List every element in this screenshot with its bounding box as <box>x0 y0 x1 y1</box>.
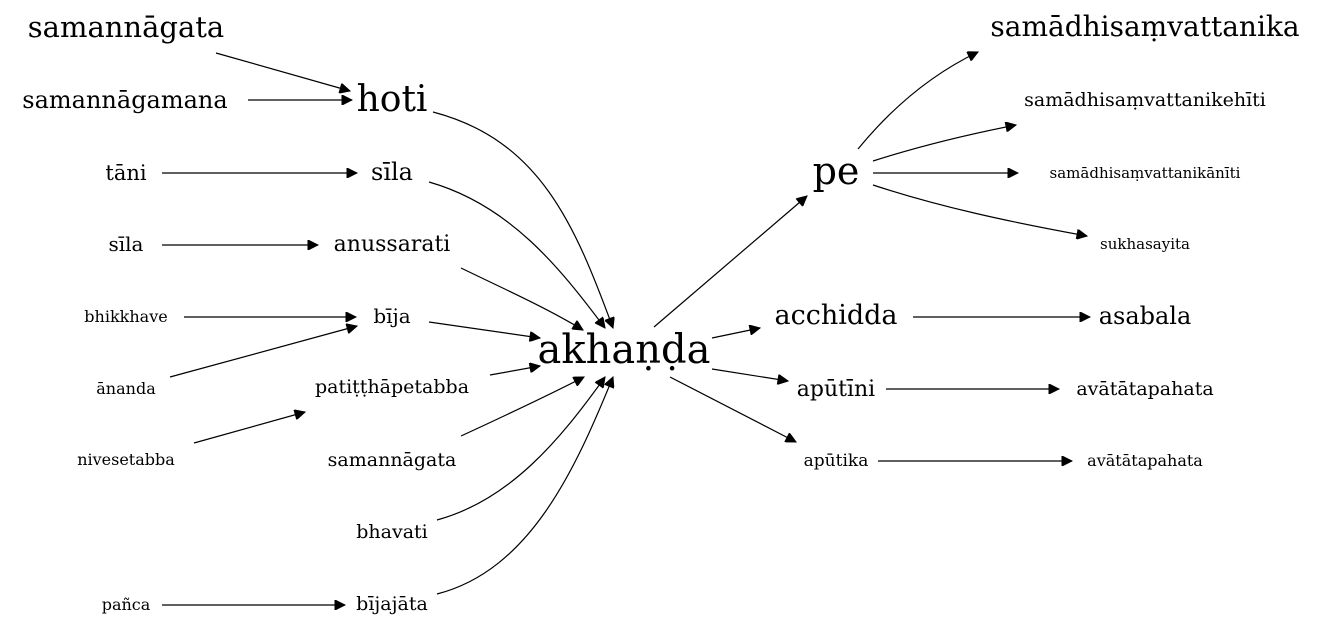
node-samadhi-kaniti: samādhisaṃvattanikānīti <box>1050 164 1241 182</box>
node-panca: pañca <box>102 595 151 614</box>
node-acchidda: acchidda <box>774 300 897 331</box>
node-bhikkhave: bhikkhave <box>84 307 167 326</box>
node-bijajata: bījajāta <box>356 593 428 615</box>
edge-akhanda-to-pe <box>653 196 807 328</box>
edge-hoti-to-akhanda <box>432 111 613 328</box>
node-sukhasayita: sukhasayita <box>1100 235 1190 253</box>
edge-akhanda-to-aputini <box>711 368 788 381</box>
node-anussarati: anussarati <box>334 232 451 257</box>
node-sila-left: sīla <box>109 232 144 256</box>
edge-sila-to-akhanda <box>428 181 605 328</box>
node-hoti: hoti <box>357 79 428 120</box>
node-nivesetabba: nivesetabba <box>77 450 175 469</box>
node-aputini: apūtīni <box>797 377 875 402</box>
node-avatatapahata-1: avātātapahata <box>1076 378 1213 400</box>
node-samannagata-top: samannāgata <box>28 10 224 44</box>
node-samannagata-low: samannāgata <box>328 449 457 471</box>
node-avatatapahata-2: avātātapahata <box>1087 451 1203 470</box>
edge-anussarati-to-akhanda <box>460 267 583 330</box>
node-samadhi: samādhisaṃvattanika <box>990 10 1299 43</box>
node-samannagamana: samannāgamana <box>22 86 227 114</box>
edge-ananda-to-bija <box>169 326 357 378</box>
edge-patitthapetabba-to-akhanda <box>489 366 540 376</box>
edges <box>162 52 1090 605</box>
edge-bija-to-akhanda <box>428 321 540 338</box>
node-patitthapetabba: patiṭṭhāpetabba <box>315 376 469 398</box>
edge-samannagata-low-to-akhanda <box>460 376 584 437</box>
edge-akhanda-to-acchidda <box>711 328 760 339</box>
node-bhavati: bhavati <box>356 521 428 543</box>
node-tani: tāni <box>105 161 146 185</box>
edge-pe-to-samadhi-kehiti <box>872 125 1016 162</box>
edge-pe-to-samadhi <box>857 52 978 150</box>
node-pe: pe <box>813 149 860 193</box>
nodes: akhaṇḍa hoti samannāgata samannāgamana t… <box>22 10 1299 615</box>
node-ananda: ānanda <box>96 379 156 398</box>
edge-samannagata-top-to-hoti <box>215 52 350 91</box>
edge-akhanda-to-aputika <box>669 376 796 443</box>
node-sila-mid: sīla <box>371 158 413 186</box>
node-aputika: apūtika <box>804 451 869 471</box>
edge-bijajata-to-akhanda <box>436 377 613 595</box>
edge-bhavati-to-akhanda <box>436 377 605 521</box>
edge-nivesetabba-to-patitthapetabba <box>193 412 305 444</box>
node-samadhi-kehiti: samādhisaṃvattanikehīti <box>1024 89 1266 111</box>
node-asabala: asabala <box>1099 302 1192 330</box>
edge-pe-to-sukhasayita <box>872 184 1087 236</box>
node-akhanda: akhaṇḍa <box>538 327 711 373</box>
node-bija: bīja <box>373 304 410 328</box>
